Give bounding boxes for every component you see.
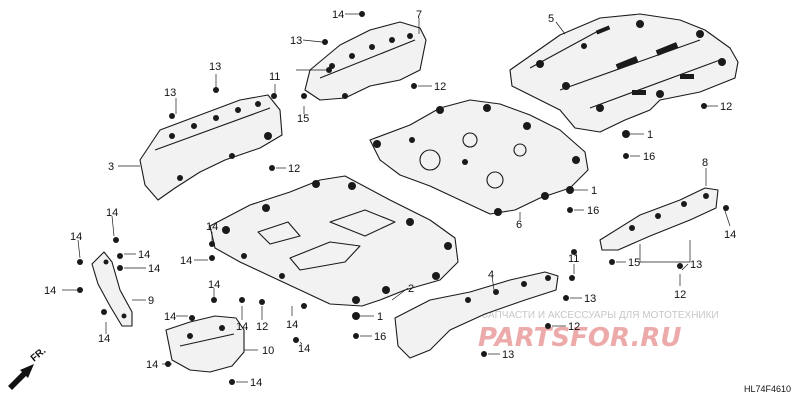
callout-12: 12	[674, 289, 686, 301]
callouts: 14 7 5 13 13 11 12 13 12 15 1 16 3 12 1 …	[44, 9, 736, 389]
callout-1: 1	[591, 185, 597, 197]
part-4-rail	[394, 271, 559, 359]
callout-11: 11	[269, 71, 280, 83]
callout-15: 15	[297, 113, 309, 125]
callout-14: 14	[164, 311, 176, 323]
part-5-skid-plate	[509, 13, 739, 133]
callout-14: 14	[98, 333, 110, 345]
diagram-code: HL74F4610	[744, 384, 791, 394]
callout-13: 13	[164, 87, 176, 99]
part-3-guard	[139, 94, 283, 201]
callout-14: 14	[106, 207, 118, 219]
part-9-bracket	[91, 251, 133, 327]
watermark-text: ЗАПЧАСТИ И АКСЕССУАРЫ ДЛЯ МОТОТЕХНИКИ	[482, 310, 719, 321]
callout-10: 10	[262, 345, 274, 357]
callout-14: 14	[148, 263, 160, 275]
callout-4: 4	[488, 269, 494, 281]
callout-13: 13	[209, 61, 221, 73]
callout-5: 5	[548, 13, 554, 25]
callout-14: 14	[286, 319, 298, 331]
callout-14: 14	[70, 231, 82, 243]
front-direction-label: FR.	[29, 345, 49, 364]
callout-13: 13	[584, 293, 596, 305]
callout-6: 6	[516, 219, 522, 231]
callout-13: 13	[690, 259, 702, 271]
callout-14: 14	[332, 9, 344, 21]
callout-12: 12	[568, 321, 580, 333]
callout-14: 14	[44, 285, 56, 297]
callout-13: 13	[290, 35, 302, 47]
part-2-skid-plate	[209, 175, 459, 307]
callout-14: 14	[724, 229, 736, 241]
callout-9: 9	[148, 295, 154, 307]
leader-lines	[62, 13, 731, 383]
callout-14: 14	[206, 221, 218, 233]
callout-14: 14	[236, 321, 248, 333]
callout-14: 14	[180, 255, 192, 267]
callout-12: 12	[720, 101, 732, 113]
callout-16: 16	[374, 331, 386, 343]
callout-1: 1	[647, 129, 653, 141]
callout-15: 15	[628, 257, 640, 269]
callout-14: 14	[250, 377, 262, 389]
callout-7: 7	[416, 9, 422, 21]
callout-3: 3	[108, 161, 114, 173]
callout-12: 12	[434, 81, 446, 93]
callout-14: 14	[146, 359, 158, 371]
callout-2: 2	[408, 283, 414, 295]
part-6-skid-plate	[369, 99, 589, 216]
callout-12: 12	[256, 321, 268, 333]
part-10-guard	[165, 315, 245, 373]
callout-1: 1	[377, 311, 383, 323]
callout-14: 14	[138, 249, 150, 261]
callout-8: 8	[702, 157, 708, 169]
part-8-rail	[599, 187, 719, 251]
front-arrow-icon: FR.	[8, 345, 48, 390]
callout-16: 16	[587, 205, 599, 217]
part-7-guard	[304, 21, 427, 101]
callout-14: 14	[208, 279, 220, 291]
fasteners	[77, 11, 729, 385]
callout-14: 14	[298, 343, 310, 355]
callout-16: 16	[643, 151, 655, 163]
callout-11: 11	[568, 253, 579, 265]
watermark-logo: PARTSFOR.RU	[478, 323, 681, 353]
callout-12: 12	[288, 163, 300, 175]
callout-13: 13	[502, 349, 514, 361]
